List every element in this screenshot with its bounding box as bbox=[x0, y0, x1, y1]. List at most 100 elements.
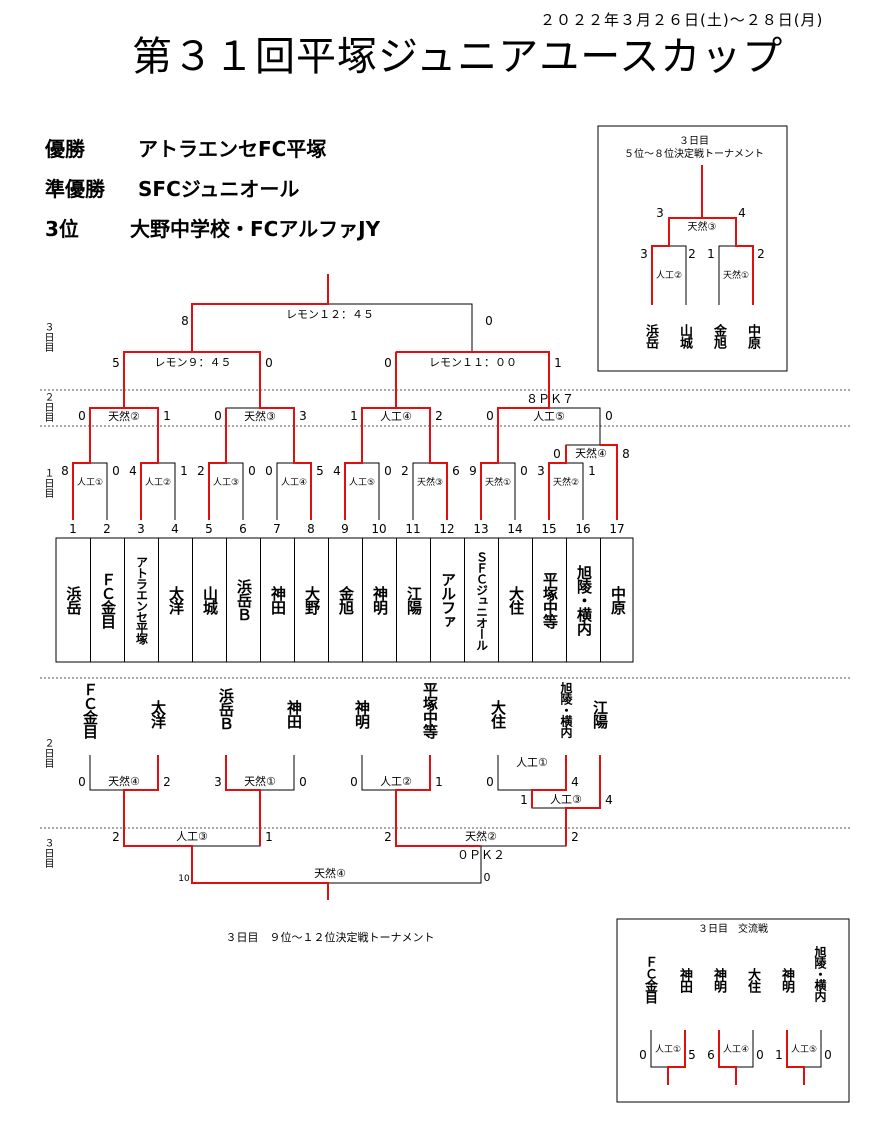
exchange-box-winners bbox=[667, 1030, 805, 1085]
exchange-venue: 人工④ bbox=[723, 1044, 749, 1055]
exchange-score: 0 bbox=[756, 1048, 764, 1062]
cons-score: 0 bbox=[350, 775, 358, 789]
exchange-score: 0 bbox=[824, 1048, 832, 1062]
team-number: 16 bbox=[575, 522, 590, 536]
exchange-score: 0 bbox=[639, 1048, 647, 1062]
team-cell: 神明 bbox=[362, 538, 396, 662]
team-number: 14 bbox=[507, 522, 522, 536]
team-cell: ＦＣ金目 bbox=[90, 538, 124, 662]
consolation-winners bbox=[123, 755, 601, 900]
team-number: 15 bbox=[541, 522, 556, 536]
qf-score: 0 bbox=[486, 409, 494, 423]
box-score: 3 bbox=[656, 206, 664, 220]
page-title: 第３１回平塚ジュニアユースカップ bbox=[132, 34, 784, 80]
r1-score: 6 bbox=[452, 464, 460, 478]
box-team: 金旭 bbox=[711, 324, 726, 348]
r1-score: 0 bbox=[112, 464, 120, 478]
exchange-team: 神田 bbox=[677, 968, 692, 992]
qf-score: 2 bbox=[435, 409, 443, 423]
r1-venue: 人工③ bbox=[213, 477, 239, 488]
team-name: 江陽 bbox=[405, 586, 423, 614]
team-number: 17 bbox=[609, 522, 624, 536]
day-label: １日目 bbox=[42, 468, 53, 498]
cons-score: 1 bbox=[435, 775, 443, 789]
cons-venue: 天然① bbox=[244, 774, 276, 788]
semi-score: 0 bbox=[265, 356, 273, 370]
exchange-team: ＦＣ金目 bbox=[642, 955, 657, 1003]
team-name: 神田 bbox=[269, 586, 287, 614]
qf-venue: 人工④ bbox=[380, 410, 412, 423]
result-runner-up: 準優勝 SFCジュニオール bbox=[45, 173, 299, 202]
qf-score: 1 bbox=[163, 409, 171, 423]
box-score: 3 bbox=[640, 247, 648, 261]
exchange-team: 神明 bbox=[711, 968, 726, 992]
team-cell: 山城 bbox=[192, 538, 226, 662]
cons-score: 2 bbox=[571, 830, 579, 844]
final-score-left: 8 bbox=[181, 314, 189, 328]
cons-score: 1 bbox=[520, 793, 528, 807]
team-number: 2 bbox=[103, 522, 111, 536]
cons-pk: ０ＰＫ２ bbox=[457, 848, 505, 862]
r1-score: 5 bbox=[316, 464, 324, 478]
result-champion: 優勝 アトラエンセFC平塚 bbox=[45, 133, 326, 162]
cons-team: 大住 bbox=[489, 700, 507, 728]
consolation-texts: 天然④ 0 2 天然① 3 0 人工② 0 1 人工① 0 4 人工③ 1 4 … bbox=[78, 756, 613, 944]
team-name: アルファ bbox=[439, 572, 457, 628]
exchange-score: 1 bbox=[775, 1048, 783, 1062]
semi-venue: レモン１１：００ bbox=[429, 356, 517, 369]
cons-venue: 人工③ bbox=[550, 793, 582, 806]
team-name: アトラエンセ平塚 bbox=[134, 556, 149, 644]
cons-score: 4 bbox=[571, 775, 579, 789]
r1-score: 9 bbox=[469, 464, 477, 478]
cons-venue: 天然④ bbox=[108, 774, 140, 788]
final-score-right: 0 bbox=[485, 314, 493, 328]
r1-score: 2 bbox=[197, 464, 205, 478]
team-name: 大野 bbox=[303, 586, 321, 614]
cons-score: 4 bbox=[605, 793, 613, 807]
team-number: 3 bbox=[137, 522, 145, 536]
qf-pk: ８ＰＫ７ bbox=[526, 392, 574, 406]
team-cell: 金旭 bbox=[328, 538, 362, 662]
qf-venue: 人工⑤ bbox=[533, 410, 565, 423]
cons-score: 2 bbox=[384, 830, 392, 844]
box-title: ３日目 bbox=[679, 136, 709, 147]
team-number: 11 bbox=[405, 522, 420, 536]
r1-score: 2 bbox=[401, 464, 409, 478]
cons-venue: 人工① bbox=[516, 756, 548, 769]
r1-venue: 天然③ bbox=[417, 476, 443, 488]
result-third: 3位 大野中学校・FCアルファJY bbox=[45, 213, 380, 242]
result-team: アトラエンセFC平塚 bbox=[138, 137, 327, 161]
box-score: 2 bbox=[688, 247, 696, 261]
r1-score: 0 bbox=[384, 464, 392, 478]
semi-score: 1 bbox=[554, 356, 562, 370]
dotted-separators bbox=[40, 389, 850, 829]
team-cell: 江陽 bbox=[396, 538, 430, 662]
team-cell: アトラエンセ平塚 bbox=[124, 538, 158, 662]
team-name: 旭陵・横内 bbox=[575, 565, 593, 635]
result-label: 3位 bbox=[45, 217, 79, 241]
day-label: ３日目 bbox=[42, 838, 53, 868]
team-name: 山城 bbox=[201, 586, 219, 614]
cons-team: 浜岳Ｂ bbox=[217, 688, 235, 730]
team-number: 6 bbox=[239, 522, 247, 536]
final-venue: レモン１２：４５ bbox=[286, 308, 374, 321]
team-number: 8 bbox=[307, 522, 315, 536]
qf-score: 3 bbox=[299, 409, 307, 423]
exchange-title: ３日目 交流戦 bbox=[698, 922, 768, 935]
team-name: ＦＣ金目 bbox=[99, 572, 117, 628]
event-date: ２０２２年３月２６日(土)～２８日(月) bbox=[540, 11, 824, 29]
exchange-venue: 人工⑤ bbox=[791, 1044, 817, 1055]
result-label: 準優勝 bbox=[45, 177, 105, 201]
team-number: 10 bbox=[371, 522, 386, 536]
team-cell: 旭陵・横内 bbox=[566, 538, 600, 662]
team-name: 大住 bbox=[507, 586, 525, 614]
team-name: ＳＦＣジュニオール bbox=[474, 550, 489, 650]
day-label: ２日目 bbox=[42, 392, 53, 422]
qf-venue: 天然② bbox=[108, 409, 140, 423]
cons-team: 江陽 bbox=[591, 700, 609, 728]
team-cell: 中原 bbox=[600, 538, 634, 662]
r1-score: 4 bbox=[129, 464, 137, 478]
cons-score: 0 bbox=[486, 775, 494, 789]
box-team: 中原 bbox=[745, 324, 760, 348]
